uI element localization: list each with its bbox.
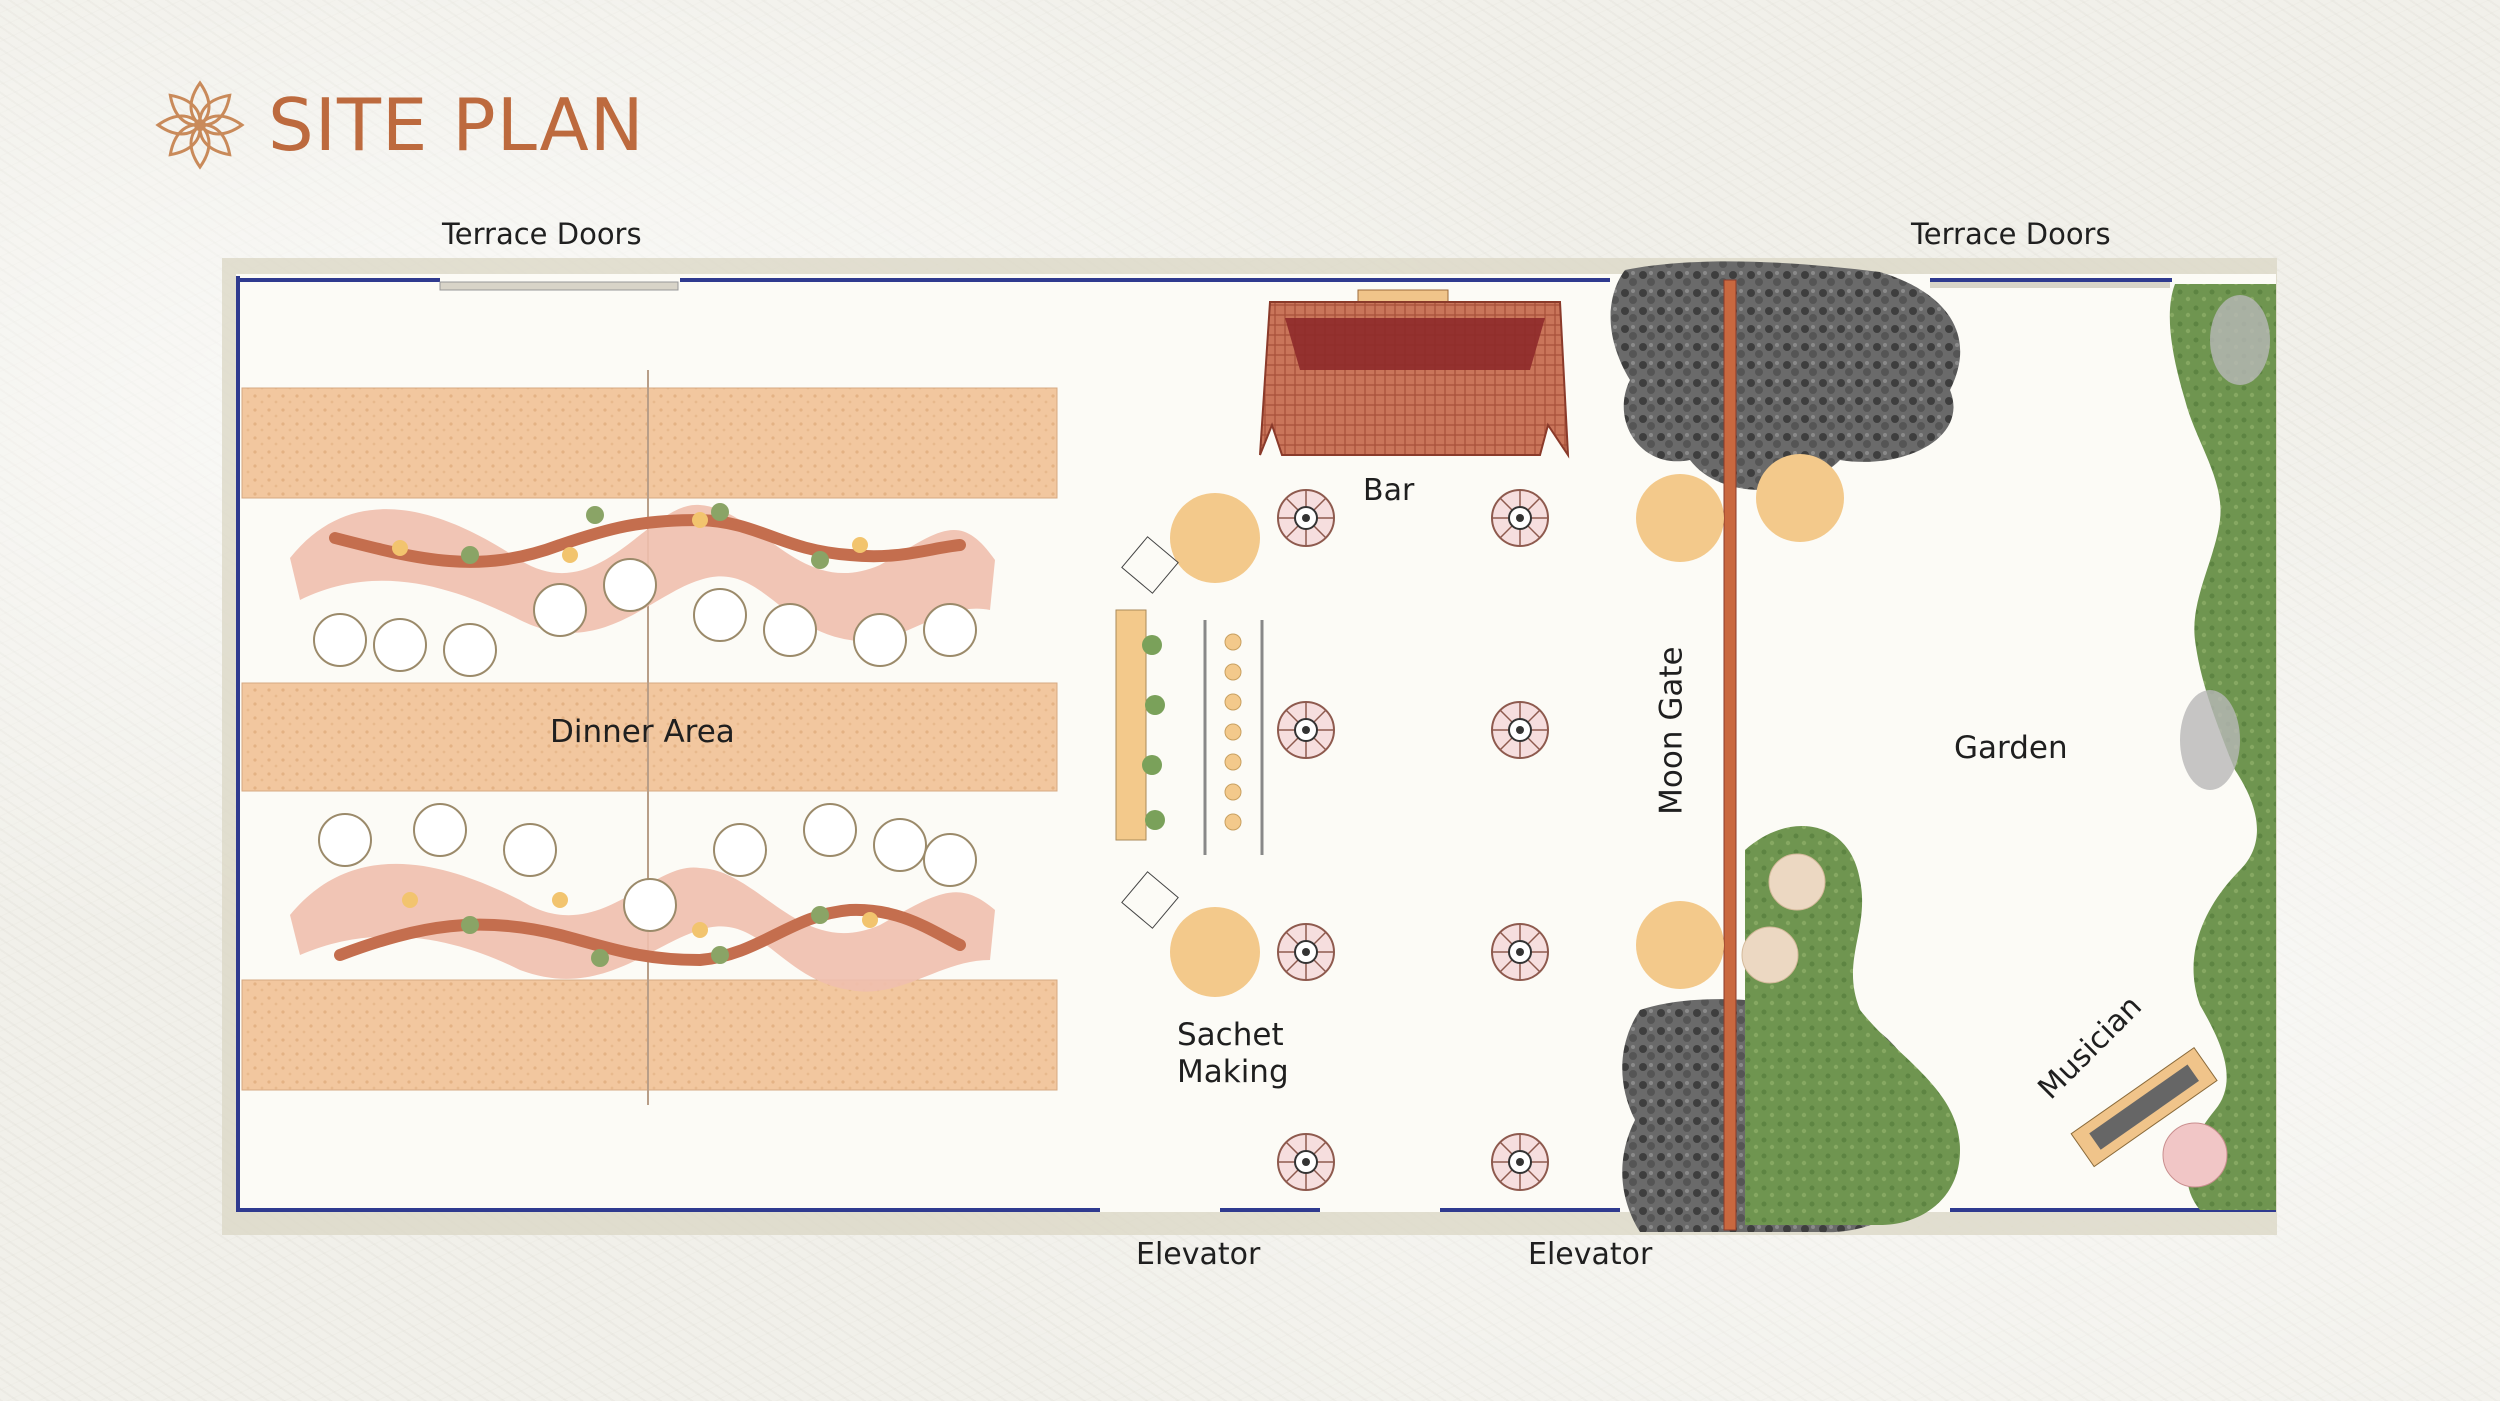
serpentine-table-top — [290, 503, 995, 677]
elevator-right-label: Elevator — [1528, 1237, 1653, 1272]
page-title: SITE PLAN — [268, 83, 645, 167]
garden-lawn — [1741, 284, 2276, 1225]
bar-label: Bar — [1363, 473, 1415, 508]
dinner-runners — [241, 370, 1058, 1105]
musician-stage — [2070, 1047, 2218, 1168]
serpentine-table-bottom — [290, 803, 995, 992]
sachet-making-tables — [1115, 536, 1264, 929]
terrace-doors-left-opening — [439, 281, 679, 291]
page-header: SITE PLAN — [150, 75, 850, 175]
terrace-doors-right-label: Terrace Doors — [1911, 217, 2111, 251]
sachet-making-label-line1: Sachet — [1177, 1017, 1284, 1053]
terrace-doors-right-opening — [1930, 282, 2170, 288]
dinner-area-label: Dinner Area — [550, 714, 735, 750]
sachet-making-label-line2: Making — [1177, 1054, 1289, 1090]
moon-gate-label: Moon Gate — [1653, 646, 1690, 815]
elevator-left-label: Elevator — [1136, 1237, 1261, 1272]
round-tables — [1170, 493, 1260, 997]
bar-structure — [1259, 289, 1570, 459]
lotus-flower-icon — [155, 80, 245, 170]
garden-label: Garden — [1954, 730, 2068, 766]
terrace-doors-left-label: Terrace Doors — [442, 217, 642, 251]
